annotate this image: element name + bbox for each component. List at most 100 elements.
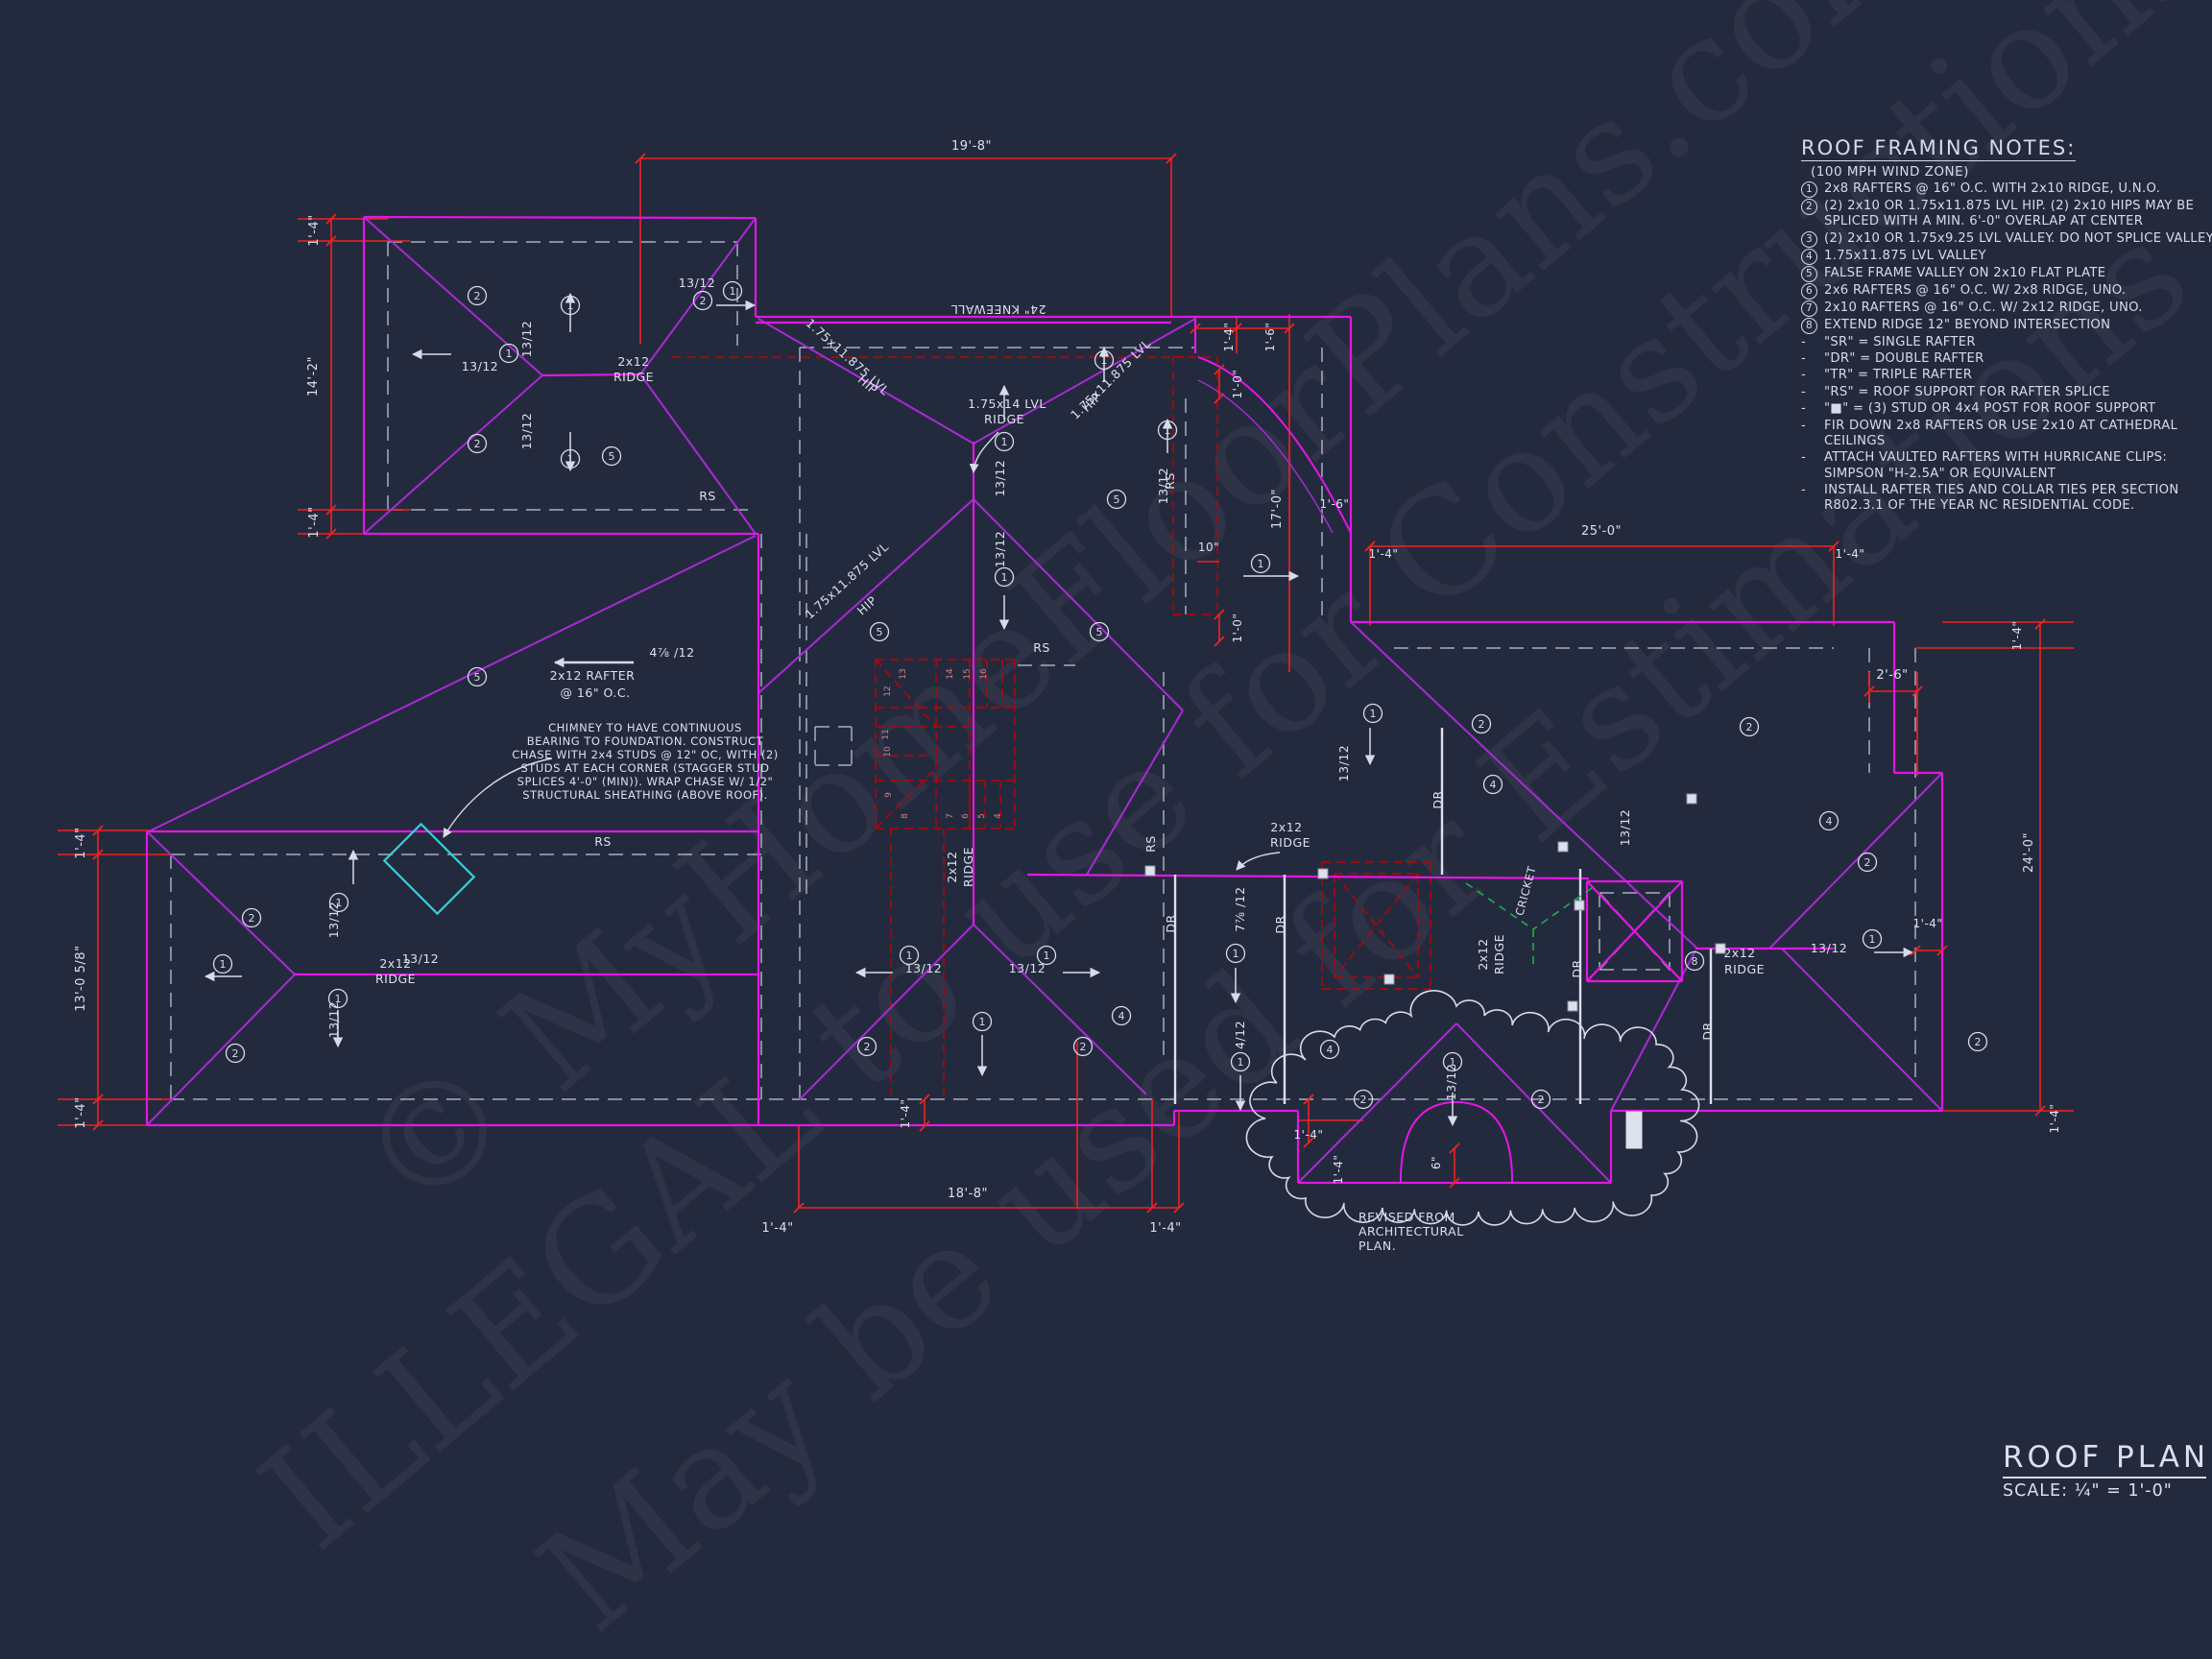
dim-2-6: 2'-6"	[1876, 668, 1908, 683]
svg-text:1: 1	[979, 1016, 986, 1028]
sheet-scale: SCALE: ¼" = 1'-0"	[2003, 1481, 2173, 1501]
keynote-marker-1: 1	[1036, 945, 1057, 966]
slope-13-12: 13/12	[679, 276, 716, 290]
dr-label: DR	[1700, 1022, 1715, 1040]
framing-note-item: 3(2) 2x10 OR 1.75x9.25 LVL VALLEY. DO NO…	[1801, 230, 2212, 248]
keynote-marker-1: 1	[498, 343, 519, 364]
svg-text:2: 2	[1479, 718, 1485, 731]
sheet-title: ROOF PLAN	[2003, 1440, 2206, 1479]
notes-title: ROOF FRAMING NOTES:	[1801, 136, 2077, 161]
svg-text:1: 1	[1101, 354, 1108, 367]
lvl-ridge-label: 1.75x14 LVL	[968, 397, 1046, 411]
svg-text:2: 2	[864, 1041, 871, 1053]
svg-text:2: 2	[1360, 1094, 1367, 1106]
roof-framing-notes: ROOF FRAMING NOTES: (100 MPH WIND ZONE) …	[1801, 136, 2212, 516]
porch-post	[1625, 1111, 1643, 1149]
slope-arrow-layer	[204, 292, 1914, 1127]
keynote-marker-4: 4	[1482, 774, 1503, 795]
keynote-marker-1: 1	[1250, 553, 1271, 574]
dim-18-8: 18'-8"	[948, 1187, 988, 1201]
keynote-marker-1: 1	[722, 280, 743, 301]
keynote-marker-1: 1	[560, 448, 581, 469]
slope-13-12: 13/12	[519, 321, 534, 358]
dim-1-6: 1'-6"	[1320, 497, 1350, 511]
framing-note-item: -INSTALL RAFTER TIES AND COLLAR TIES PER…	[1801, 482, 2179, 514]
svg-text:1: 1	[1370, 708, 1377, 720]
panel-number: 10	[883, 746, 893, 757]
roof-post-square	[1144, 865, 1156, 877]
notes-subtitle: (100 MPH WIND ZONE)	[1811, 164, 1969, 180]
keynote-marker-1: 1	[1442, 1051, 1463, 1072]
svg-text:5: 5	[877, 626, 883, 638]
revision-note: PLAN.	[1358, 1238, 1396, 1253]
dim-24-0: 24'-0"	[2022, 832, 2036, 873]
svg-text:1: 1	[1233, 948, 1239, 960]
panel-number: 5	[977, 813, 987, 819]
dim-14-2: 14'-2"	[306, 356, 321, 397]
chimney-note: BEARING TO FOUNDATION. CONSTRUCT	[527, 734, 764, 748]
chimney-note: CHASE WITH 2x4 STUDS @ 12" OC, WITH (2)	[512, 748, 779, 761]
keynote-marker-5: 5	[467, 666, 488, 687]
svg-text:1: 1	[506, 348, 513, 360]
slope-13-12: 13/12	[519, 413, 534, 450]
panel-number: 6	[961, 813, 971, 819]
slope-13-12: 13/12	[326, 1001, 341, 1039]
lvl-hip-label: 1.75x11.875 LVL	[803, 540, 892, 622]
dim-1-4: 1'-4"	[2010, 621, 2024, 651]
dim-10: 10"	[1198, 541, 1219, 554]
roof-post-square	[1557, 841, 1569, 853]
revision-cloud	[1245, 990, 1700, 1226]
framing-note-item: -"TR" = TRIPLE RAFTER	[1801, 368, 1973, 383]
rs-label: RS	[1143, 835, 1158, 853]
dim-6: 6"	[1430, 1156, 1443, 1169]
keynote-marker-1: 1	[328, 892, 349, 913]
svg-text:2: 2	[1538, 1094, 1545, 1106]
dim-1-4: 1'-4"	[1332, 1155, 1345, 1185]
cricket-label: CRICKET	[1513, 864, 1539, 917]
svg-text:2: 2	[474, 290, 481, 302]
svg-text:2: 2	[1080, 1041, 1087, 1053]
svg-text:5: 5	[1096, 626, 1103, 638]
svg-text:1: 1	[1001, 436, 1008, 448]
slope-13-12: 13/12	[905, 961, 943, 975]
panel-number: 8	[901, 813, 910, 819]
svg-text:4: 4	[1327, 1044, 1334, 1056]
dim-1-4: 1'-4"	[1369, 547, 1399, 561]
dr-label: DR	[1273, 915, 1287, 933]
keynote-marker-1: 1	[1862, 928, 1883, 950]
svg-text:1: 1	[1165, 424, 1171, 437]
keynote-marker-1: 1	[560, 295, 581, 316]
lvl-ridge-label: RIDGE	[984, 412, 1024, 426]
porch-arch	[1400, 1100, 1513, 1183]
ridge-label-leader	[1236, 852, 1281, 871]
panel-number: 12	[883, 685, 893, 696]
svg-text:1: 1	[567, 300, 574, 312]
svg-text:1: 1	[335, 993, 342, 1005]
dim-1-4: 1'-4"	[1836, 547, 1865, 561]
eyebrow-roof-curve-inner	[1197, 379, 1334, 534]
svg-text:1: 1	[906, 950, 913, 962]
roof-post-square	[1567, 1000, 1578, 1012]
svg-text:2: 2	[1864, 856, 1871, 869]
slope-13-12: 13/12	[326, 902, 341, 939]
roof-post-layer	[1144, 793, 1726, 1012]
slope-4-8-12: 4⅞ /12	[649, 645, 694, 660]
slope-13-12: 13/12	[993, 531, 1007, 568]
svg-text:4: 4	[1490, 779, 1497, 791]
keynote-marker-8: 8	[1684, 950, 1705, 972]
svg-text:2: 2	[1975, 1036, 1982, 1048]
dim-1-4: 1'-4"	[1294, 1128, 1324, 1142]
title-block: ROOF PLAN SCALE: ¼" = 1'-0"	[2003, 1440, 2206, 1501]
framing-note-item: 2(2) 2x10 OR 1.75x11.875 LVL HIP. (2) 2x…	[1801, 199, 2212, 230]
keynote-marker-2: 2	[241, 907, 262, 928]
rs-label: RS	[594, 834, 612, 849]
ridge-label: RIDGE	[1270, 835, 1310, 850]
ridge-label: RIDGE	[1492, 934, 1506, 974]
svg-text:1: 1	[1258, 558, 1264, 570]
keynote-marker-2: 2	[467, 433, 488, 454]
